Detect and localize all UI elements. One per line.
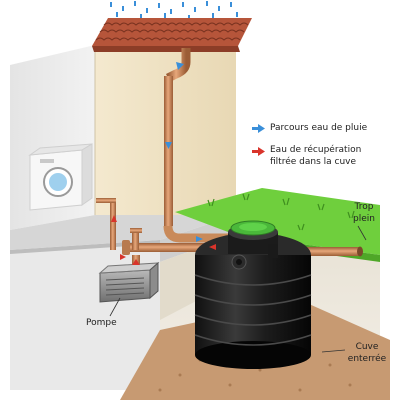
overflow-label-line1: Trop bbox=[354, 202, 374, 212]
overflow-label-line2: plein bbox=[353, 214, 375, 224]
legend-filtered-label-line2: filtrée dans la cuve bbox=[270, 157, 357, 167]
rain-arrow-1 bbox=[176, 62, 184, 70]
filtered-arrow-2 bbox=[120, 254, 126, 260]
filtered-arrow-3 bbox=[132, 259, 140, 265]
roof-tiles bbox=[92, 18, 252, 52]
legend-rain-arrow-icon bbox=[252, 124, 265, 133]
legend-filtered-label-line1: Eau de récupération bbox=[270, 145, 362, 155]
legend-arrows bbox=[252, 124, 265, 156]
house-supply-pipe bbox=[96, 198, 116, 250]
feed-pipe bbox=[122, 228, 233, 255]
rain-arrow-3 bbox=[196, 236, 203, 242]
legend-filtered-arrow-icon bbox=[252, 147, 265, 156]
filtered-arrow-4 bbox=[209, 244, 216, 250]
legend-rain-label: Parcours eau de pluie bbox=[270, 123, 368, 133]
rain-arrow-2 bbox=[165, 142, 172, 149]
leader-lines bbox=[109, 225, 367, 353]
pump-label: Pompe bbox=[86, 318, 117, 328]
tank-icon bbox=[194, 220, 312, 369]
filtered-water-arrows bbox=[111, 215, 216, 265]
overflow-pipe bbox=[275, 246, 363, 257]
rain-path-arrows bbox=[165, 62, 203, 242]
pump-icon bbox=[98, 255, 160, 303]
filtered-arrow-1 bbox=[111, 215, 117, 222]
downpipe bbox=[163, 48, 228, 243]
tank-label-line1: Cuve bbox=[355, 342, 379, 352]
washing-machine-icon bbox=[28, 143, 93, 211]
tank-label-line2: enterrée bbox=[347, 354, 387, 364]
